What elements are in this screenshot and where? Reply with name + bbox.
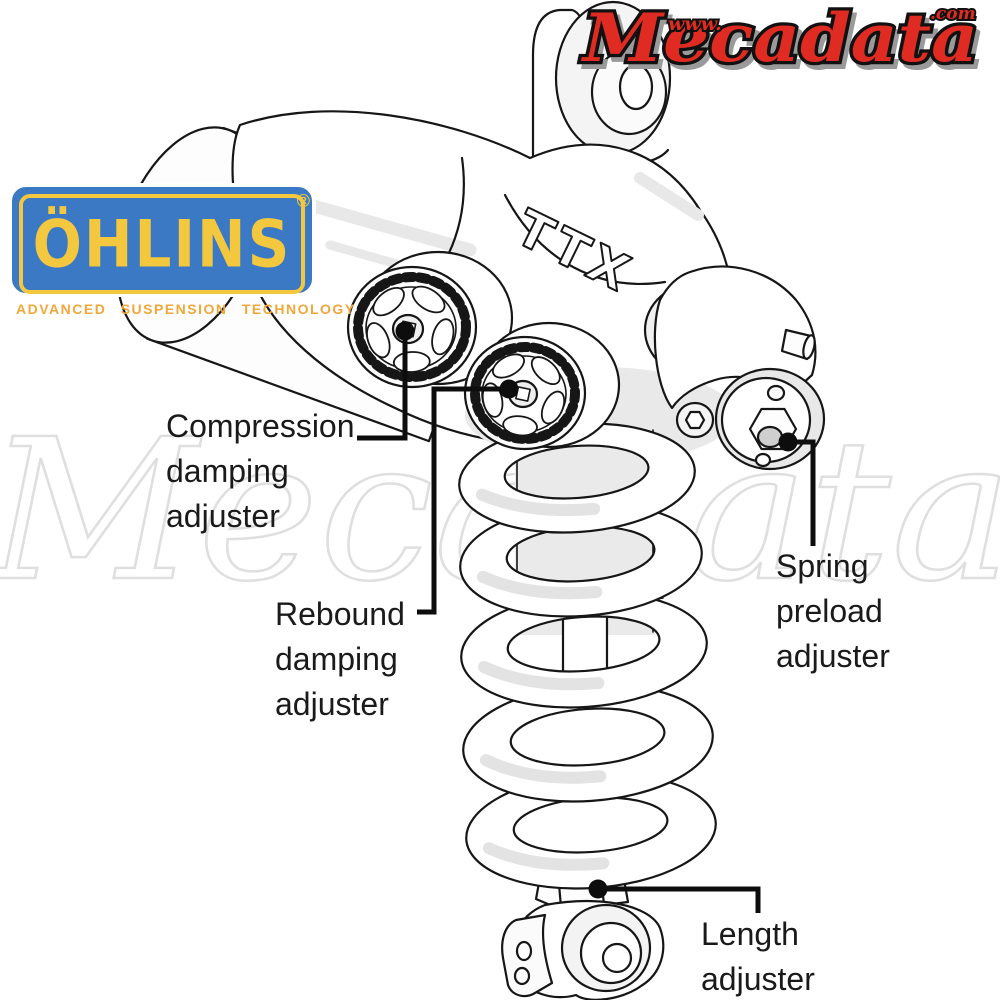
leader-dot-length: [588, 879, 608, 899]
leader-length: [588, 879, 761, 913]
mecadata-logo-www: www.: [668, 13, 722, 35]
label-compression-damping-adjuster: Compression damping adjuster: [166, 408, 355, 534]
label-length-adjuster: Length adjuster: [701, 916, 815, 997]
ohlins-wordmark: ÖHLINS: [32, 205, 292, 283]
top-mount: [531, 0, 672, 177]
leader-dot-spring-preload: [778, 432, 798, 452]
rebound-knob: [463, 321, 621, 451]
mecadata-logo-shadow: Mecadata: [585, 4, 982, 82]
ohlins-logo: ÖHLINS ® ADVANCED SUSPENSION TECHNOLOGY: [8, 183, 356, 317]
leader-rebound: [417, 379, 519, 615]
shock-drawing: TTX: [116, 0, 826, 1000]
callout-leaders: [357, 321, 816, 913]
mecadata-logo-com: .com: [930, 4, 976, 24]
ohlins-logo-frame: ÖHLINS: [19, 194, 305, 294]
label-rebound-damping-adjuster: Rebound damping adjuster: [275, 596, 405, 722]
mecadata-logo-text: Mecadata: [581, 0, 978, 77]
leader-dot-rebound: [499, 379, 519, 399]
label-spring-preload-adjuster: Spring preload adjuster: [776, 548, 890, 674]
leader-dot-compression: [395, 321, 415, 341]
ohlins-logo-box: ÖHLINS ®: [8, 183, 316, 297]
mecadata-logo: Mecadata Mecadata www. .com: [578, 0, 985, 85]
coil-spring: [458, 422, 717, 890]
leader-spring-preload: [778, 432, 816, 546]
registered-trademark-symbol: ®: [296, 191, 310, 211]
ohlins-tagline: ADVANCED SUSPENSION TECHNOLOGY: [16, 301, 356, 317]
leader-compression: [357, 321, 415, 441]
